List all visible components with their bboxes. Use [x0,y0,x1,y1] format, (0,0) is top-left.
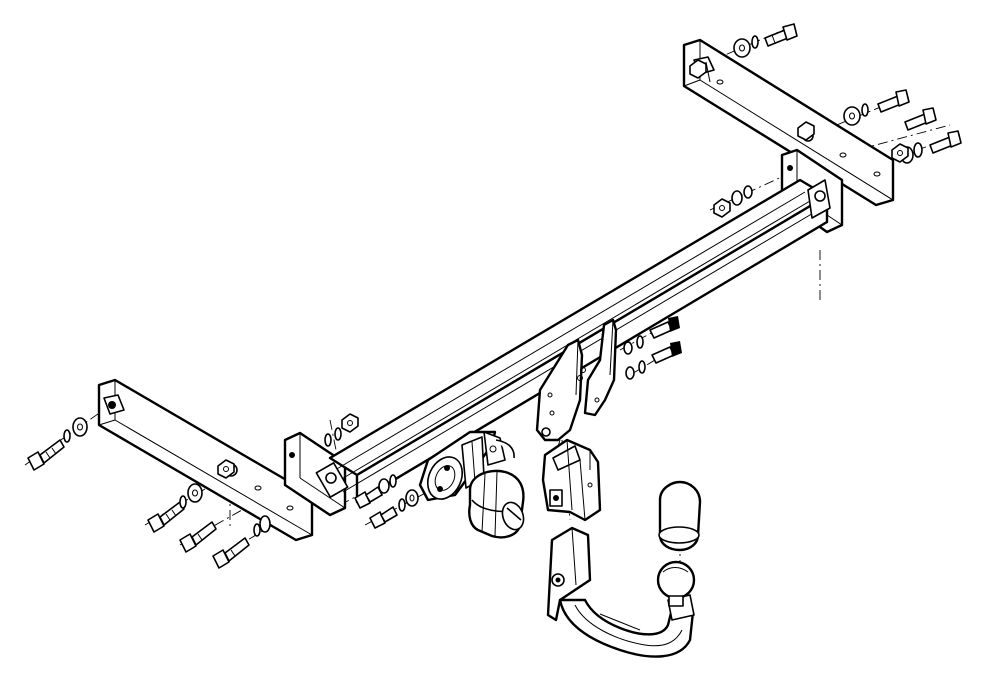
electrical-socket [468,469,525,539]
center-mount-brackets [535,318,618,442]
bolt-right-4 [929,130,962,154]
bolt-center-2 [651,341,682,364]
nuts [217,59,909,479]
bolt-left-4 [212,537,250,569]
ball-mount-holder [541,438,602,522]
washer [72,417,88,437]
bolt-left-1 [27,439,65,471]
bolt-beam-2 [369,506,398,529]
washer [63,429,71,443]
bolts [27,23,962,569]
washers [63,35,923,537]
socket-plate [418,430,515,502]
left-side-bracket [97,378,314,542]
bolt-right-1 [764,23,798,47]
bolt-beam-1 [354,486,383,509]
tow-ball-cap [658,480,702,552]
bolt-left-2 [147,501,185,533]
bolt-center-1 [649,316,680,339]
bolt-left-3 [179,521,217,553]
nut [217,459,235,479]
cross-beam [283,148,844,517]
tow-ball-neck [546,526,696,658]
bolt-right-3 [904,107,937,131]
bolt-right-2 [877,89,910,113]
